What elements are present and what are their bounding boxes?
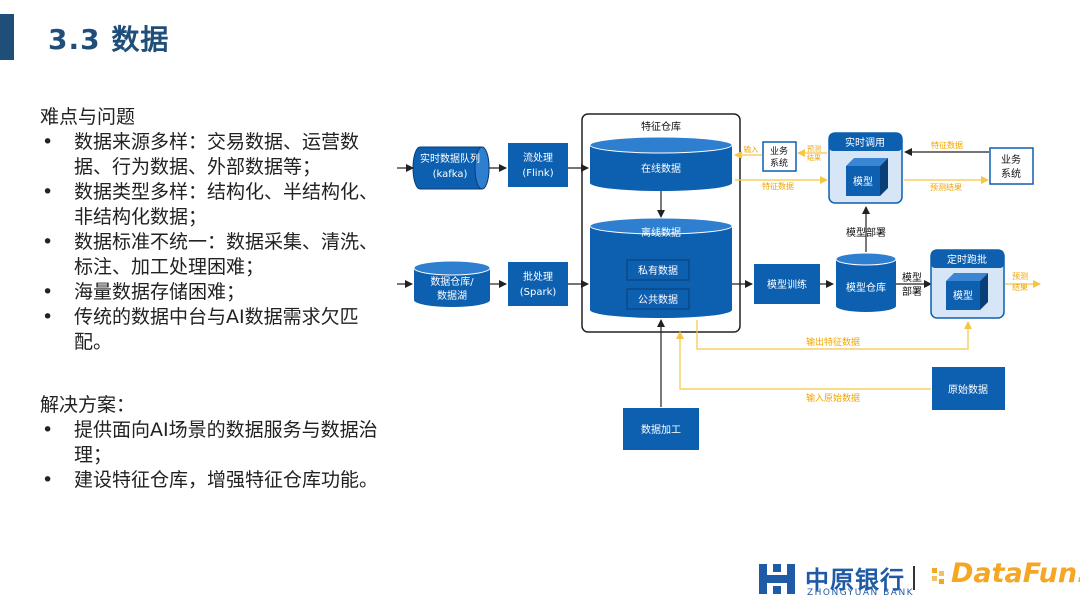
warehouse-lake-sub: 数据湖: [437, 289, 467, 302]
bank-name-en: ZHONGYUAN BANK: [807, 588, 915, 598]
biz-system-2-sub: 系统: [1001, 167, 1021, 180]
model-warehouse-cylinder: 模型仓库: [835, 252, 897, 312]
model-2-label: 模型: [953, 289, 973, 302]
stream-processing-sub: (Flink): [522, 168, 553, 179]
raw-data-box: [932, 367, 1005, 410]
model-training-box: [754, 264, 820, 304]
solution-item: 提供面向AI场景的数据服务与数据治理；: [40, 418, 385, 468]
bank-name: 中原银行: [805, 566, 905, 594]
online-data-label: 在线数据: [641, 162, 681, 175]
problem-item: 数据类型多样：结构化、半结构化、非结构化数据；: [40, 180, 385, 230]
biz-system-1-sub: 系统: [770, 157, 788, 169]
model-deploy-label-2b: 部署: [902, 285, 922, 298]
realtime-queue-label: 实时数据队列: [420, 152, 480, 165]
solutions-heading: 解决方案：: [40, 394, 136, 416]
logo-area: 中原银行 ZHONGYUAN BANK DataFun.: [755, 558, 1080, 602]
stream-processing-label: 流处理: [523, 151, 553, 164]
output-feature-label: 输出特征数据: [806, 336, 860, 348]
model-training-label: 模型训练: [767, 278, 807, 291]
biz-system-2-label: 业务: [1001, 153, 1021, 166]
problem-item: 海量数据存储困难；: [40, 280, 385, 305]
realtime-queue-sub: (kafka): [433, 169, 468, 180]
realtime-call-block: 实时调用 模型: [828, 132, 903, 204]
model-1-label: 模型: [853, 175, 873, 188]
data-processing-box: [623, 408, 699, 450]
bank-logo-icon: [759, 564, 795, 594]
datafun-logo: DataFun.: [951, 558, 1080, 589]
realtime-call-label: 实时调用: [845, 136, 885, 149]
online-data-cylinder: 在线数据: [589, 136, 733, 191]
warehouse-lake-cylinder: 数据仓库/ 数据湖: [413, 260, 491, 307]
logo-separator: [913, 566, 915, 590]
batch-processing-sub: (Spark): [520, 287, 557, 298]
biz-system-2-box: [989, 147, 1034, 185]
feature-data-label-1: 特征数据: [931, 140, 963, 150]
model-deploy-label-2: 模型: [902, 271, 922, 284]
public-data-label: 公共数据: [638, 293, 678, 306]
scheduled-batch-label: 定时跑批: [947, 253, 987, 266]
problem-item: 数据标准不统一：数据采集、清洗、标注、加工处理困难；: [40, 230, 385, 280]
scheduled-batch-block: 定时跑批 模型: [930, 249, 1005, 319]
problem-item: 数据来源多样：交易数据、运营数据、行为数据、外部数据等；: [40, 130, 385, 180]
problem-item: 传统的数据中台与AI数据需求欠匹配。: [40, 305, 385, 355]
left-text-panel: 难点与问题 数据来源多样：交易数据、运营数据、行为数据、外部数据等； 数据类型多…: [40, 105, 385, 493]
page-title: 3.3 数据: [48, 23, 170, 56]
batch-processing-label: 批处理: [523, 270, 553, 283]
feature-store-label: 特征仓库: [641, 120, 681, 133]
problems-heading: 难点与问题: [40, 106, 136, 128]
biz-system-1-label: 业务: [770, 145, 788, 157]
predict-result-right-label-2: 结果: [1012, 282, 1028, 292]
biz-system-1-box: [762, 141, 797, 172]
raw-data-label: 原始数据: [948, 383, 988, 396]
predict-result-right-label: 预测: [1012, 271, 1028, 281]
predict-result-label: 预测结果: [930, 182, 962, 192]
batch-processing-box: [508, 262, 568, 306]
offline-data-label: 离线数据: [641, 226, 681, 239]
private-data-label: 私有数据: [638, 264, 678, 277]
feature-data-label-2: 特征数据: [762, 181, 794, 191]
input-label: 输入: [744, 144, 759, 154]
offline-data-cylinder: 离线数据 私有数据 公共数据: [589, 217, 733, 318]
problems-list: 数据来源多样：交易数据、运营数据、行为数据、外部数据等； 数据类型多样：结构化、…: [40, 130, 385, 355]
predict-result-small-label: 预测: [807, 144, 821, 153]
datafun-dots-icon: [932, 568, 944, 584]
data-processing-label: 数据加工: [641, 423, 681, 436]
solutions-list: 提供面向AI场景的数据服务与数据治理； 建设特征仓库，增强特征仓库功能。: [40, 418, 385, 493]
realtime-queue-node: 实时数据队列 (kafka): [412, 146, 490, 190]
title-accent-bar: [0, 14, 14, 60]
warehouse-lake-label: 数据仓库/: [430, 275, 474, 288]
input-raw-label: 输入原始数据: [806, 392, 860, 404]
model-warehouse-label: 模型仓库: [846, 281, 886, 294]
solution-item: 建设特征仓库，增强特征仓库功能。: [40, 468, 385, 493]
predict-result-small-label-2: 结果: [807, 153, 821, 162]
stream-processing-box: [508, 143, 568, 187]
